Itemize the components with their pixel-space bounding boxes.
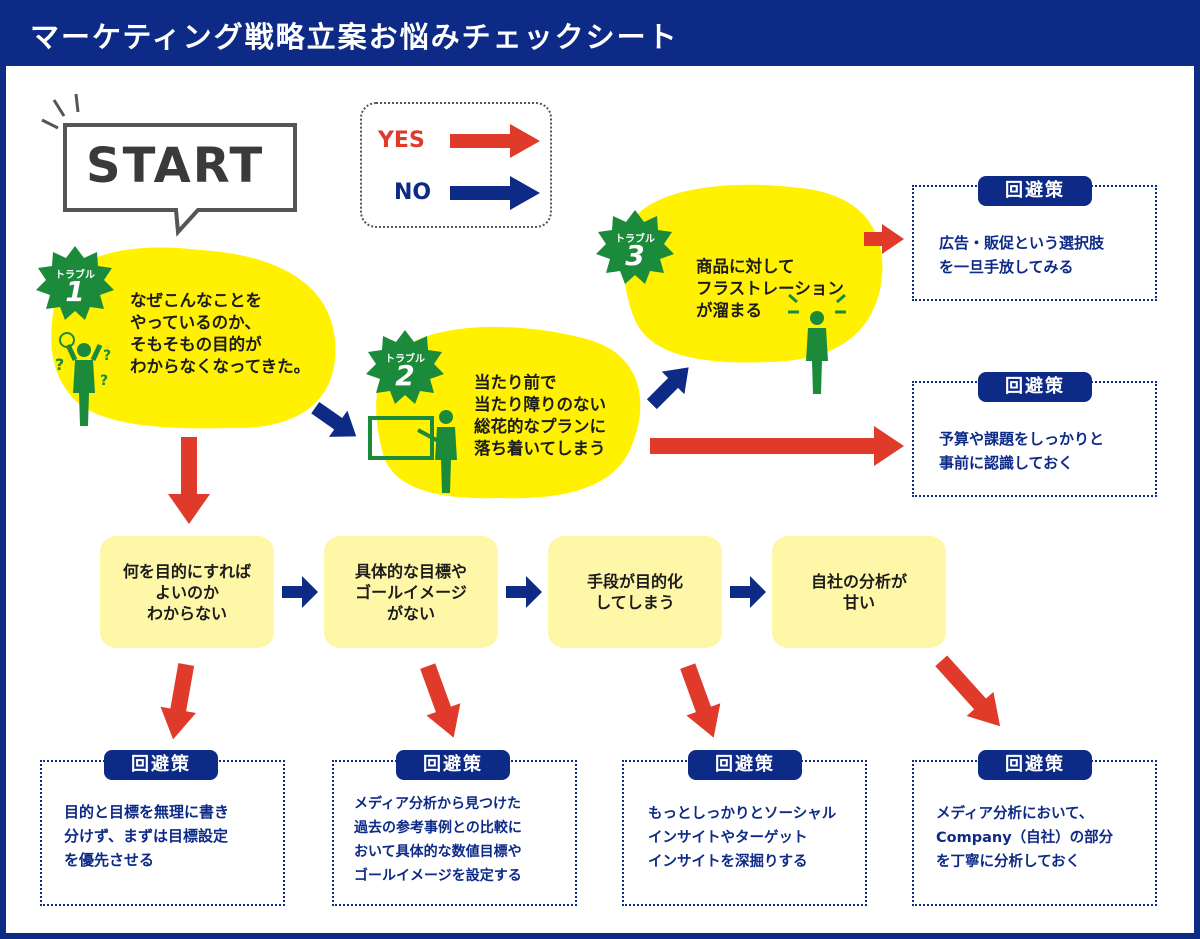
trouble-1-badge-label: トラブル (55, 270, 95, 281)
avoid-bottom-2-text: メディア分析から見つけた過去の参考事例との比較に おいて具体的な数値目標やゴール… (354, 796, 522, 884)
arrow-step2-to-step3 (506, 576, 542, 608)
arrow-step1-to-step2 (282, 576, 318, 608)
avoid-box-bottom-4: メディア分析において、Company（自社）の部分を丁寧に分析しておく (912, 760, 1157, 906)
arrow-trouble2-to-trouble3 (646, 367, 689, 410)
frustrated-person-icon (788, 293, 846, 394)
svg-text:?: ? (55, 355, 64, 374)
avoid-bottom-3-text: もっとしっかりとソーシャルインサイトやターゲットインサイトを深掘りする (648, 806, 837, 870)
svg-text:?: ? (100, 373, 108, 389)
legend-yes-label: YES (378, 128, 425, 153)
avoid-label-top-1: 回避策 (978, 176, 1092, 206)
start-bubble (41, 93, 297, 237)
avoid-top-1-text: 広告・販促という選択肢を一旦手放してみる (939, 234, 1105, 276)
avoid-label-bottom-1: 回避策 (104, 750, 218, 780)
trouble-1-number: 1 (65, 275, 85, 308)
avoid-label-bottom-3: 回避策 (688, 750, 802, 780)
arrow-step3-to-step4 (730, 576, 766, 608)
arrow-step3-to-avoid (680, 663, 721, 738)
arrow-trouble1-to-trouble2 (311, 401, 357, 437)
step-2-box: 具体的な目標やゴールイメージがない (324, 536, 498, 648)
step-4-text: 自社の分析が甘い (810, 572, 907, 612)
trouble-1-blob (51, 247, 336, 429)
trouble-2-badge (366, 330, 444, 404)
step-3-box: 手段が目的化してしまう (548, 536, 722, 648)
trouble-3-text: 商品に対してフラストレーション が溜まる (696, 257, 844, 320)
trouble-1-text: なぜこんなことをやっているのか、 そもそもの目的がわからなくなってきた。 (130, 291, 311, 376)
avoid-bottom-1-text: 目的と目標を無理に書き分けず、まずは目標設定を優先させる (64, 803, 230, 869)
avoid-label-bottom-4: 回避策 (978, 750, 1092, 780)
trouble-2-text: 当たり前で当たり障りのない 総花的なプランに落ち着いてしまう (474, 373, 606, 458)
step-2-text: 具体的な目標やゴールイメージがない (354, 561, 467, 623)
arrow-step1-to-avoid (160, 663, 196, 740)
legend-yes-arrow (450, 124, 540, 158)
avoid-label-top-2: 回避策 (978, 372, 1092, 402)
avoid-box-bottom-1: 目的と目標を無理に書き分けず、まずは目標設定を優先させる (40, 760, 285, 906)
trouble-2-number: 2 (395, 359, 415, 392)
confused-person-icon: ? ? ? (55, 332, 111, 426)
step-1-box: 何を目的にすればよいのかわからない (100, 536, 274, 648)
avoid-top-2-text: 予算や課題をしっかりと事前に認識しておく (939, 430, 1105, 472)
step-4-box: 自社の分析が甘い (772, 536, 946, 648)
arrow-trouble2-to-avoid2 (650, 426, 904, 466)
svg-text:?: ? (103, 348, 111, 364)
trouble-2-badge-label: トラブル (385, 354, 425, 365)
trouble-3-number: 3 (625, 239, 645, 272)
legend-box (360, 102, 552, 228)
header-bar: マーケティング戦略立案お悩みチェックシート (0, 0, 1200, 66)
page-title: マーケティング戦略立案お悩みチェックシート (30, 20, 679, 54)
step-1-text: 何を目的にすればよいのかわからない (122, 561, 252, 623)
presentation-board-icon (368, 410, 457, 493)
start-label: START (86, 138, 265, 194)
arrow-trouble1-down (168, 437, 210, 524)
avoid-box-top-2: 予算や課題をしっかりと事前に認識しておく (912, 381, 1157, 497)
trouble-3-badge-label: トラブル (615, 234, 655, 245)
arrow-step2-to-avoid (420, 663, 461, 738)
avoid-bottom-4-text: メディア分析において、Company（自社）の部分を丁寧に分析しておく (936, 806, 1114, 870)
avoid-box-bottom-3: もっとしっかりとソーシャルインサイトやターゲットインサイトを深掘りする (622, 760, 867, 906)
arrow-step4-to-avoid (935, 655, 1001, 727)
legend-no-arrow (450, 176, 540, 210)
trouble-3-badge (596, 210, 674, 284)
avoid-box-bottom-2: メディア分析から見つけた過去の参考事例との比較に おいて具体的な数値目標やゴール… (332, 760, 577, 906)
avoid-label-bottom-2: 回避策 (396, 750, 510, 780)
trouble-1-badge (36, 246, 114, 320)
arrow-trouble3-to-avoid1 (864, 224, 904, 254)
step-3-text: 手段が目的化してしまう (586, 572, 683, 612)
legend-no-label: NO (394, 180, 432, 205)
